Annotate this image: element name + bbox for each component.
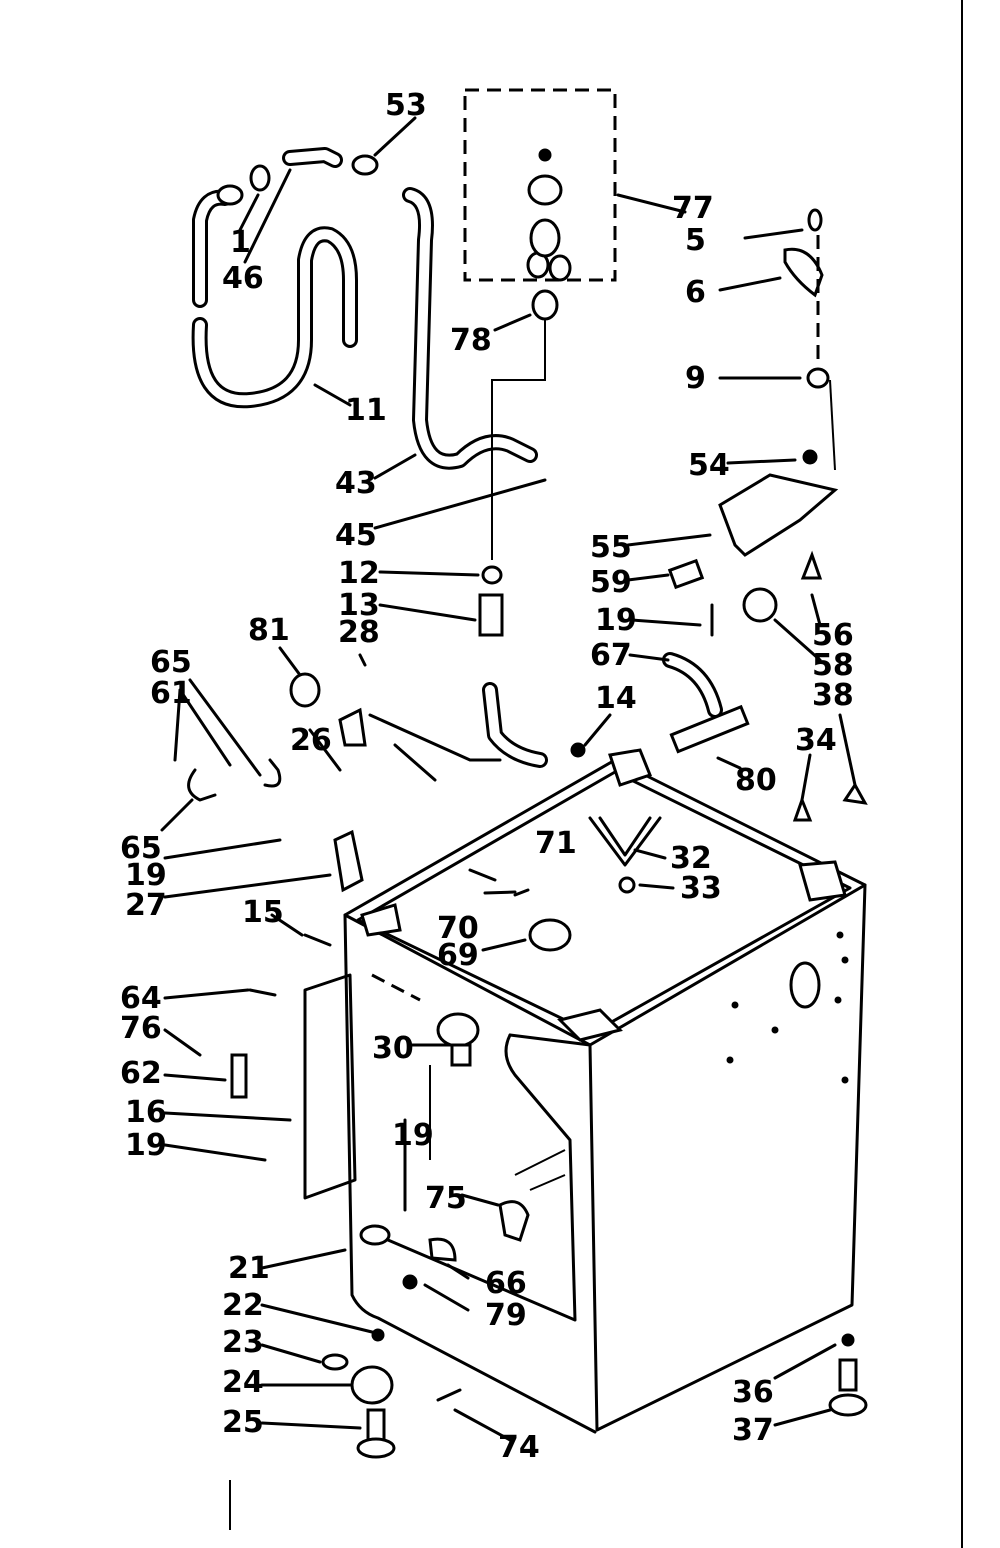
callout-label: 71 xyxy=(535,826,577,861)
callout-label: 55 xyxy=(590,530,632,565)
callout-label: 6 xyxy=(685,275,706,310)
callout-label: 36 xyxy=(732,1375,774,1410)
callout-label: 28 xyxy=(338,615,380,650)
callout-label: 5 xyxy=(685,223,706,258)
callout-label: 12 xyxy=(338,556,380,591)
callout-label: 45 xyxy=(335,518,377,553)
callout-label: 15 xyxy=(242,895,284,930)
callout-label: 37 xyxy=(732,1413,774,1448)
callout-label: 13 xyxy=(338,588,380,623)
callout-label: 19 xyxy=(125,1128,167,1163)
callout-label: 56 xyxy=(812,618,854,653)
callout-label: 25 xyxy=(222,1405,264,1440)
callout-label: 46 xyxy=(222,261,264,296)
callout-label: 59 xyxy=(590,565,632,600)
callout-label: 23 xyxy=(222,1325,264,1360)
guide-lines xyxy=(371,235,836,1002)
callout-label: 81 xyxy=(248,613,290,648)
callout-label: 77 xyxy=(672,191,714,226)
callout-label: 78 xyxy=(450,323,492,358)
callout-label: 19 xyxy=(595,603,637,638)
callout-label: 70 xyxy=(437,911,479,946)
callout-label: 74 xyxy=(498,1430,540,1465)
callout-label: 67 xyxy=(590,638,632,673)
callout-label: 64 xyxy=(120,981,162,1016)
callout-label: 75 xyxy=(425,1181,467,1216)
callout-label: 79 xyxy=(485,1298,527,1333)
callout-label: 33 xyxy=(680,871,722,906)
callout-label: 58 xyxy=(812,648,854,683)
callout-label: 19 xyxy=(392,1118,434,1153)
valve-box-77 xyxy=(463,88,617,282)
callout-labels: 53 1 46 11 43 77 5 6 78 9 54 45 55 59 12… xyxy=(120,88,854,1465)
callout-label: 21 xyxy=(228,1251,270,1286)
callout-label: 1 xyxy=(230,225,251,260)
callout-label: 9 xyxy=(685,361,706,396)
callout-label: 30 xyxy=(372,1031,414,1066)
callout-label: 76 xyxy=(120,1011,162,1046)
callout-label: 65 xyxy=(120,831,162,866)
small-parts xyxy=(187,147,868,1459)
callout-label: 38 xyxy=(812,678,854,713)
callout-label: 69 xyxy=(437,938,479,973)
bracket-32 xyxy=(588,816,662,867)
callout-label: 26 xyxy=(290,723,332,758)
callout-label: 22 xyxy=(222,1288,264,1323)
leader-arrows xyxy=(160,116,857,1442)
callout-label: 19 xyxy=(125,858,167,893)
callout-label: 65 xyxy=(150,645,192,680)
cabinet xyxy=(343,748,867,1434)
callout-label: 54 xyxy=(688,448,730,483)
callout-label: 62 xyxy=(120,1056,162,1091)
callout-label: 32 xyxy=(670,841,712,876)
callout-label: 66 xyxy=(485,1266,527,1301)
callout-label: 80 xyxy=(735,763,777,798)
callout-label: 61 xyxy=(150,676,192,711)
callout-label: 27 xyxy=(125,888,167,923)
hoses xyxy=(191,187,723,768)
callout-label: 24 xyxy=(222,1365,264,1400)
callout-label: 11 xyxy=(345,393,387,428)
callout-label: 34 xyxy=(795,723,837,758)
callout-label: 53 xyxy=(385,88,427,123)
callout-label: 16 xyxy=(125,1095,167,1130)
callout-label: 43 xyxy=(335,466,377,501)
callout-label: 14 xyxy=(595,681,637,716)
